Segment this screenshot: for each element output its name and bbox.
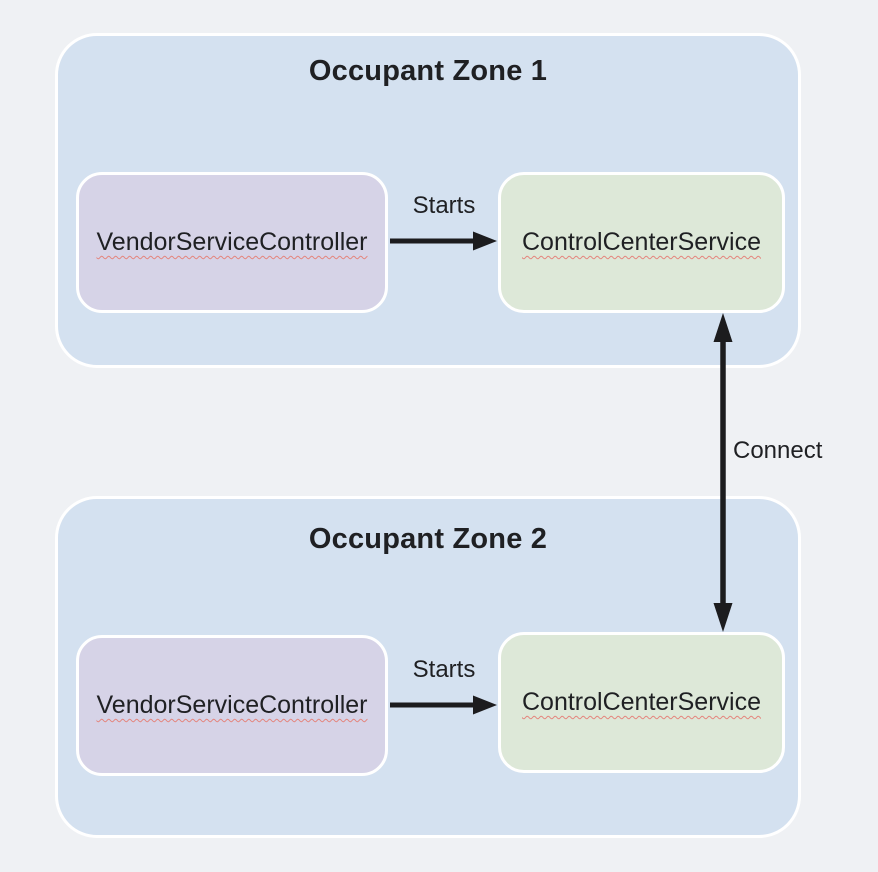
vendor-service-controller-label-zone2: VendorServiceController bbox=[96, 691, 368, 719]
starts-label-zone1: Starts bbox=[412, 192, 476, 219]
control-center-service-box-zone2: ControlCenterService bbox=[498, 632, 785, 773]
occupant-zone-2-title: Occupant Zone 2 bbox=[308, 523, 548, 555]
control-center-service-box-zone1: ControlCenterService bbox=[498, 172, 785, 313]
starts-label-zone2: Starts bbox=[412, 656, 476, 683]
occupant-zone-1-title: Occupant Zone 1 bbox=[308, 55, 548, 87]
vendor-service-controller-box-zone2: VendorServiceController bbox=[76, 635, 388, 776]
control-center-service-label-zone2: ControlCenterService bbox=[522, 688, 761, 716]
control-center-service-label-zone1: ControlCenterService bbox=[522, 228, 761, 256]
vendor-service-controller-label-zone1: VendorServiceController bbox=[96, 228, 368, 256]
vendor-service-controller-box-zone1: VendorServiceController bbox=[76, 172, 388, 313]
connect-label: Connect bbox=[733, 437, 823, 464]
